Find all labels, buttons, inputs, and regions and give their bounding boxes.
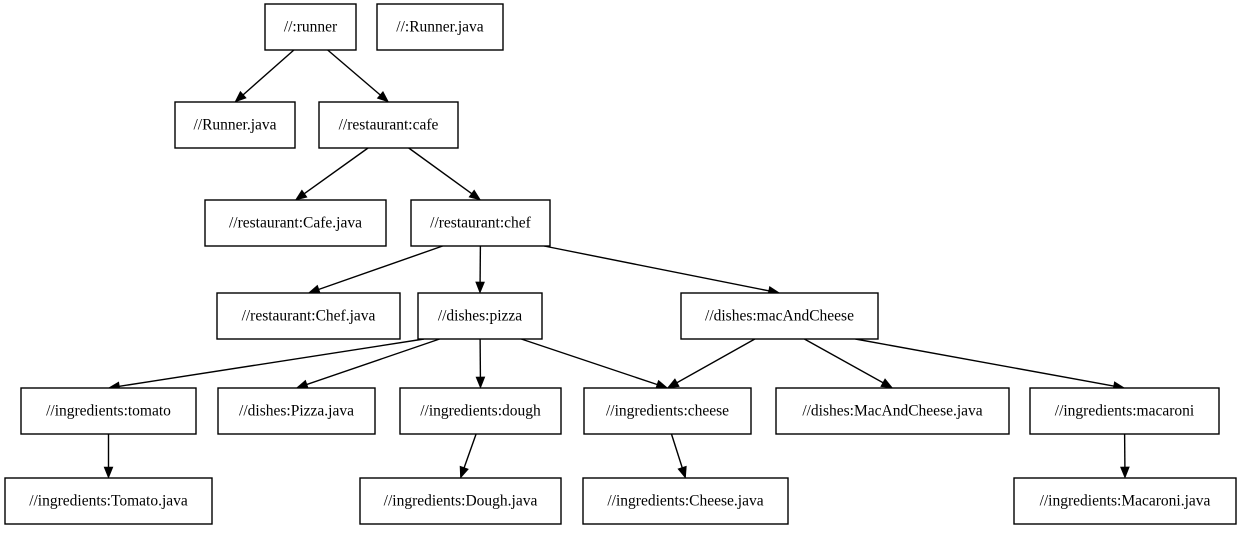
edge-dishes-macandcheese-to-ingredients-macaroni xyxy=(855,338,1114,387)
arrowhead-icon xyxy=(234,90,247,103)
edge-runner-to-runner-java xyxy=(242,49,295,96)
node-box xyxy=(216,292,401,340)
node-box xyxy=(399,387,562,435)
arrowhead-icon xyxy=(475,376,486,389)
arrowhead-icon xyxy=(475,281,485,294)
node-ingredients-macaroni[interactable]: //ingredients:macaroni xyxy=(1029,387,1220,435)
node-box xyxy=(20,387,197,435)
node-dishes-macandcheese-java[interactable]: //dishes:MacAndCheese.java xyxy=(775,387,1010,435)
node-label: //dishes:pizza xyxy=(438,308,522,325)
edge-dishes-macandcheese-to-ingredients-cheese xyxy=(676,338,756,384)
node-restaurant-chef-java[interactable]: //restaurant:Chef.java xyxy=(216,292,401,340)
node-ingredients-dough-java[interactable]: //ingredients:Dough.java xyxy=(359,477,562,525)
arrowhead-icon xyxy=(307,284,321,294)
edge-ingredients-dough-to-ingredients-dough-java xyxy=(463,433,477,468)
node-label: //ingredients:dough xyxy=(420,403,541,420)
edge-restaurant-cafe-to-restaurant-chef xyxy=(408,147,473,195)
edge-dishes-pizza-to-dishes-pizza-java xyxy=(306,338,440,386)
arrowhead-icon xyxy=(376,90,390,103)
node-ingredients-cheese-java[interactable]: //ingredients:Cheese.java xyxy=(582,477,789,525)
node-label: //ingredients:Macaroni.java xyxy=(1040,493,1211,510)
node-dishes-pizza-java[interactable]: //dishes:Pizza.java xyxy=(217,387,376,435)
arrowhead-icon xyxy=(103,466,114,479)
node-ingredients-macaroni-java[interactable]: //ingredients:Macaroni.java xyxy=(1013,477,1237,525)
node-dishes-pizza[interactable]: //dishes:pizza xyxy=(417,292,543,340)
node-box xyxy=(4,477,213,525)
node-box xyxy=(582,477,789,525)
node-box xyxy=(417,292,543,340)
node-label: //dishes:MacAndCheese.java xyxy=(802,403,982,420)
graph-nodes: //:runner //:Runner.java //Runner.java //re… xyxy=(4,3,1237,525)
node-label: //:Runner.java xyxy=(396,19,484,36)
node-box xyxy=(1013,477,1237,525)
node-box xyxy=(775,387,1010,435)
node-label: //restaurant:Chef.java xyxy=(242,308,376,325)
arrowhead-icon xyxy=(880,378,894,389)
node-ingredients-tomato[interactable]: //ingredients:tomato xyxy=(20,387,197,435)
node-box xyxy=(376,3,504,51)
node-box xyxy=(204,199,387,247)
node-label: //ingredients:Dough.java xyxy=(384,493,538,510)
node-label: //restaurant:cafe xyxy=(339,117,439,134)
edge-dishes-pizza-to-ingredients-tomato xyxy=(119,338,425,388)
node-box xyxy=(264,3,357,51)
node-box xyxy=(359,477,562,525)
node-box xyxy=(318,101,459,149)
edge-dishes-macandcheese-to-dishes-macandcheese-java xyxy=(804,338,884,384)
node-label: //:runner xyxy=(284,19,338,36)
node-runner-java[interactable]: //:Runner.java xyxy=(376,3,504,51)
edge-ingredients-cheese-to-ingredients-cheese-java xyxy=(670,433,683,468)
arrowhead-icon xyxy=(666,378,680,389)
node-box xyxy=(410,199,551,247)
node-ingredients-cheese[interactable]: //ingredients:cheese xyxy=(583,387,752,435)
arrowhead-icon xyxy=(459,465,469,479)
edge-runner-to-restaurant-cafe xyxy=(327,49,381,96)
arrowhead-icon xyxy=(677,465,687,479)
node-dishes-macandcheese[interactable]: //dishes:macAndCheese xyxy=(680,292,879,340)
arrowhead-icon xyxy=(468,189,482,201)
node-box xyxy=(680,292,879,340)
node-restaurant-cafe-java[interactable]: //restaurant:Cafe.java xyxy=(204,199,387,247)
edge-restaurant-chef-to-dishes-macandcheese xyxy=(543,245,769,292)
edge-restaurant-cafe-to-restaurant-cafe-java xyxy=(304,147,369,195)
node-label: //ingredients:macaroni xyxy=(1055,403,1195,420)
node-restaurant-chef[interactable]: //restaurant:chef xyxy=(410,199,551,247)
node-ingredients-dough[interactable]: //ingredients:dough xyxy=(399,387,562,435)
node-label: //restaurant:chef xyxy=(430,215,532,232)
edge-restaurant-chef-to-restaurant-chef-java xyxy=(318,245,443,291)
node-box xyxy=(1029,387,1220,435)
node-label: //Runner.java xyxy=(193,117,276,134)
node-label: //restaurant:Cafe.java xyxy=(229,215,362,232)
node-label: //dishes:macAndCheese xyxy=(705,308,854,325)
edge-dishes-pizza-to-ingredients-cheese xyxy=(521,338,658,386)
node-label: //ingredients:Cheese.java xyxy=(607,493,763,510)
node-label: //ingredients:tomato xyxy=(46,403,171,420)
arrowhead-icon xyxy=(294,189,308,201)
node-label: //ingredients:Tomato.java xyxy=(29,493,188,510)
node-ingredients-tomato-java[interactable]: //ingredients:Tomato.java xyxy=(4,477,213,525)
node-label: //dishes:Pizza.java xyxy=(239,403,354,420)
node-runner[interactable]: //:runner xyxy=(264,3,357,51)
arrowhead-icon xyxy=(1120,466,1130,479)
node-runner-java[interactable]: //Runner.java xyxy=(174,101,296,149)
node-box xyxy=(217,387,376,435)
node-label: //ingredients:cheese xyxy=(606,403,729,420)
node-box xyxy=(174,101,296,149)
node-restaurant-cafe[interactable]: //restaurant:cafe xyxy=(318,101,459,149)
node-box xyxy=(583,387,752,435)
